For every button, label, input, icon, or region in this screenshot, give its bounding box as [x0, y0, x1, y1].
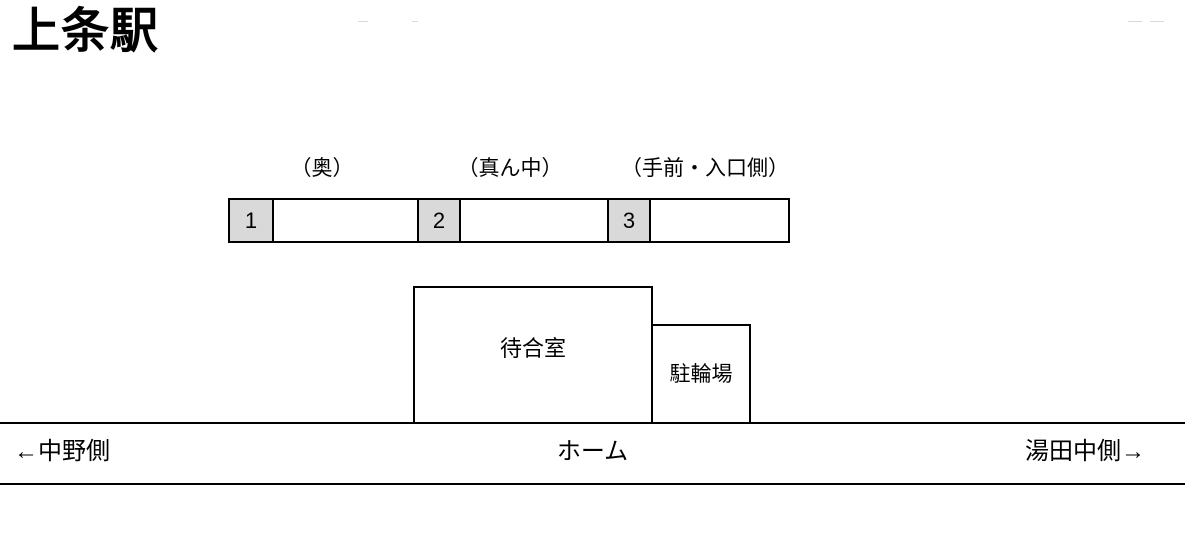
car-cell-1-number: 1 [244, 207, 258, 233]
car-cell-2-number: 2 [432, 207, 446, 233]
car-cell-3: 3 [607, 200, 651, 241]
scan-artifact-right2 [1150, 21, 1164, 22]
scan-artifact-right1 [1128, 21, 1142, 22]
page-title: 上条駅 [12, 5, 160, 58]
car-position-strip: 1 2 3 [228, 198, 790, 243]
bike-parking-box: 駐輪場 [651, 324, 751, 424]
direction-label-yudanaka: 湯田中側→ [1025, 438, 1145, 465]
bike-parking-label: 駐輪場 [669, 363, 733, 386]
scan-artifact-mid [412, 21, 418, 22]
platform-edge-line-bottom [0, 483, 1185, 485]
scan-artifact-left [358, 21, 368, 22]
waiting-room-label: 待合室 [499, 336, 566, 361]
direction-label-nakano: ←中野側 [14, 438, 110, 465]
car-position-label-rear: （奥） [290, 157, 354, 180]
waiting-room-box: 待合室 [413, 286, 653, 424]
car-cell-1: 1 [230, 200, 274, 241]
platform-band: ←中野側 ホーム 湯田中側→ [0, 424, 1185, 483]
car-position-label-front: （手前・入口側） [621, 157, 789, 180]
platform-label: ホーム [556, 438, 629, 465]
car-position-label-middle: （真ん中） [457, 157, 563, 180]
car-cell-3-number: 3 [622, 207, 636, 233]
platform-edge-line-top [0, 422, 1185, 424]
car-cell-2: 2 [417, 200, 461, 241]
